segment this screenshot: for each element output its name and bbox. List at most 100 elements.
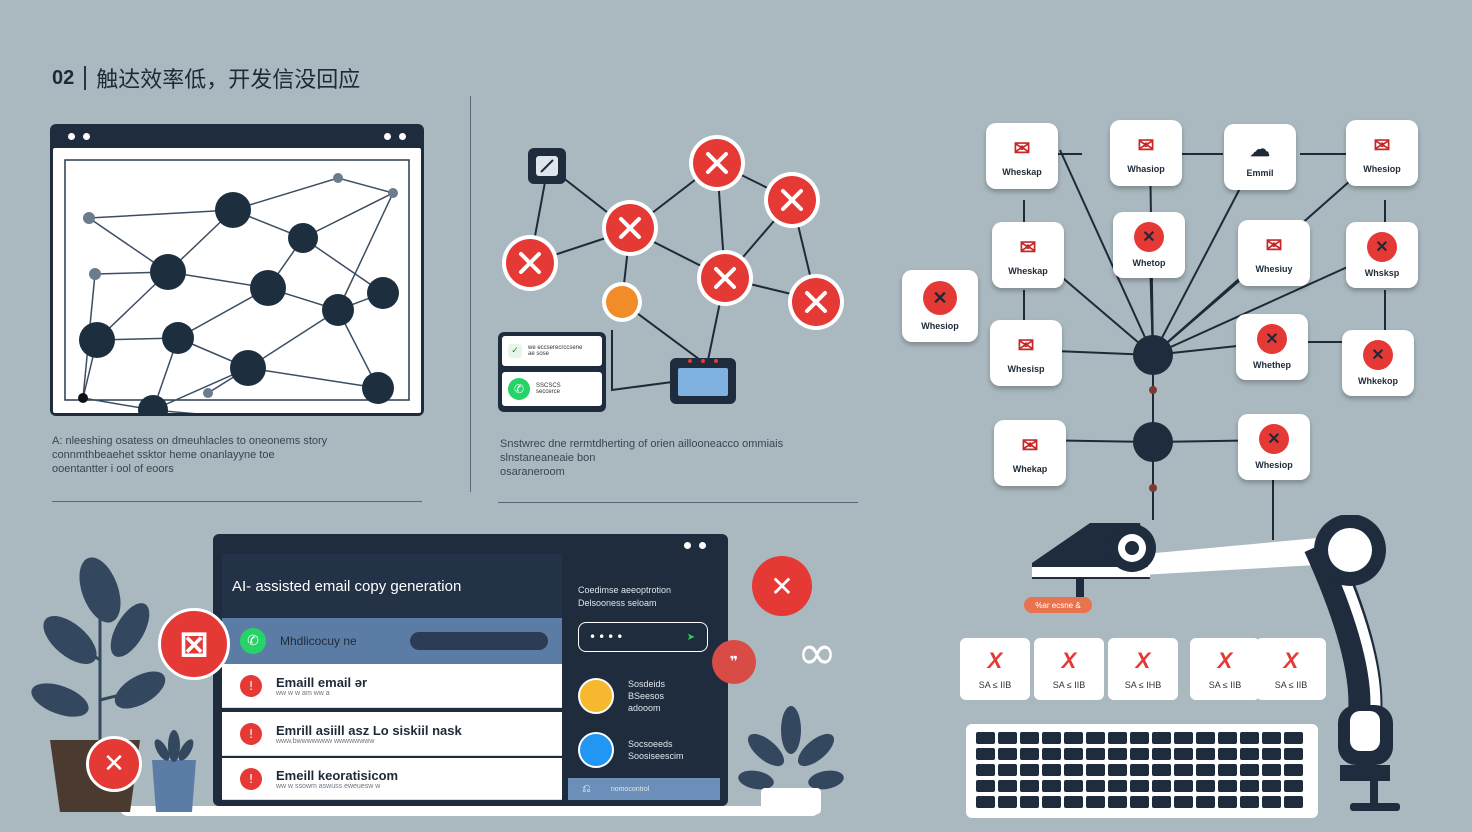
keyboard-key xyxy=(1086,780,1105,792)
keyboard-key xyxy=(1042,732,1061,744)
middle-caption-line: Snstwrec dne rermtdherting of orien aill… xyxy=(500,438,784,450)
keyboard-key xyxy=(1064,732,1083,744)
phone-row: ✓ we eccserecrccsene ae sose xyxy=(502,336,602,366)
keyboard-key xyxy=(1108,796,1127,808)
side-item-line: adooom xyxy=(628,703,661,713)
prompt-input-value: •••• xyxy=(589,630,626,644)
email-subtitle: www.bwwwwwww wwwwwwww xyxy=(276,737,375,745)
tile-label: Whesiop xyxy=(1255,460,1293,470)
side-item[interactable]: Sosdeids BSeesos adooom xyxy=(578,678,665,714)
page-header: 02 触达效率低，开发信没回应 xyxy=(52,62,360,94)
email-title: Emaill email ər xyxy=(276,674,368,690)
network-tile: ✉ Wheskap xyxy=(992,222,1064,288)
prompt-input[interactable]: •••• ➤ xyxy=(578,622,708,652)
keyboard-key xyxy=(976,780,995,792)
side-item-line: Soosiseescim xyxy=(628,751,684,761)
network-tile: ✕Whetop xyxy=(1113,212,1185,278)
search-input[interactable] xyxy=(410,632,548,650)
keyboard-key xyxy=(1108,732,1127,744)
keyboard-key xyxy=(1086,748,1105,760)
x-icon: ✕ xyxy=(923,281,957,315)
x-icon: ✕ xyxy=(86,736,142,792)
robot-arm-illustration xyxy=(1032,515,1400,811)
keyboard-key xyxy=(1042,796,1061,808)
keyboard-key xyxy=(1196,748,1215,760)
envelope-icon: ✉ xyxy=(1021,434,1039,457)
network-tile: ✕ Whkekop xyxy=(1342,330,1414,396)
side-item[interactable]: Socsoeeds Soosiseescim xyxy=(578,732,684,768)
keyboard-key xyxy=(1284,764,1303,776)
x-icon: ✕ xyxy=(1363,340,1393,370)
envelope-icon: ✉ xyxy=(1265,234,1283,257)
keyboard-key xyxy=(1064,764,1083,776)
active-row[interactable]: ✆ Mhdlicocuy ne xyxy=(222,618,562,664)
phone-row: ✆ SSCSCS seccerce xyxy=(502,372,602,406)
middle-caption-line: slnstaneaneaie bon xyxy=(500,452,596,464)
keyboard-key xyxy=(1240,748,1259,760)
keyboard-key xyxy=(1284,748,1303,760)
failed-network-illustration xyxy=(502,135,844,404)
network-canvas xyxy=(53,148,421,425)
keyboard-key xyxy=(998,748,1017,760)
tile-label: Emmil xyxy=(1246,167,1274,178)
side-item-line: BSeesos xyxy=(628,691,665,701)
network-tile: ✉Whesiop xyxy=(1346,120,1418,186)
keyboard-key xyxy=(1152,764,1171,776)
keyboard-key xyxy=(1240,732,1259,744)
keyboard-key xyxy=(1108,748,1127,760)
window-dots-left xyxy=(68,133,90,140)
keyboard-key xyxy=(1086,796,1105,808)
envelope-icon: ✉ xyxy=(1013,137,1031,160)
envelope-icon: ✉ xyxy=(1019,236,1037,259)
envelope-icon: ✉ xyxy=(1137,134,1155,157)
chat-icon: ✓ xyxy=(508,344,522,358)
tile-label: Whesiop xyxy=(1363,163,1401,174)
keyboard-key xyxy=(976,796,995,808)
keyboard-key xyxy=(1020,732,1039,744)
send-icon[interactable]: ➤ xyxy=(686,631,697,643)
envelope-icon: ✉ xyxy=(1017,334,1035,357)
keyboard-key xyxy=(1218,780,1237,792)
window-dots-right xyxy=(384,133,406,140)
tile-label: Whethep xyxy=(1253,360,1291,370)
tile-label: Wheskap xyxy=(1008,265,1048,276)
laptop-base xyxy=(120,806,820,816)
keyboard-key xyxy=(1174,748,1193,760)
keyboard-key xyxy=(1218,732,1237,744)
tile-label: Whesisp xyxy=(1007,363,1045,374)
keyboard-key xyxy=(1240,796,1259,808)
keyboard-key xyxy=(998,780,1017,792)
active-row-label: Mhdlicocuy ne xyxy=(280,634,357,648)
network-tile: ✉ Whesiuy xyxy=(1238,220,1310,286)
laptop-main-header: AI- assisted email copy generation xyxy=(222,554,562,618)
keyboard-key xyxy=(1108,780,1127,792)
side-item-line: Socsoeeds xyxy=(628,739,673,749)
middle-caption-line: osaraneroom xyxy=(500,466,565,478)
plant-illustration xyxy=(31,557,196,812)
keyboard-key xyxy=(1174,764,1193,776)
x-icon: ✕ xyxy=(752,556,812,616)
keyboard-key xyxy=(1240,780,1259,792)
network-graph-illustration xyxy=(64,159,410,425)
middle-caption: Snstwrec dne rermtdherting of orien aill… xyxy=(500,437,850,479)
network-tile: ✉Wheskap xyxy=(986,123,1058,189)
keyboard-key xyxy=(1218,764,1237,776)
side-footer-text: nomocontrol xyxy=(610,785,650,793)
return-icon[interactable]: ⎌ xyxy=(582,782,591,795)
failed-card-text: SA ≤ IIB xyxy=(978,680,1012,690)
tile-label: Whesiuy xyxy=(1255,263,1293,274)
keyboard-key xyxy=(1130,780,1149,792)
failed-mark: X xyxy=(1283,648,1299,673)
tile-label: Whkekop xyxy=(1357,376,1398,386)
alert-icon: ! xyxy=(240,767,262,790)
phone-row-title: we eccserecrccsene xyxy=(528,345,583,351)
keyboard-key xyxy=(1064,748,1083,760)
window-dots xyxy=(684,542,706,549)
keyboard-key xyxy=(1174,796,1193,808)
failed-card-text: SA ≤ IIB xyxy=(1052,680,1086,690)
